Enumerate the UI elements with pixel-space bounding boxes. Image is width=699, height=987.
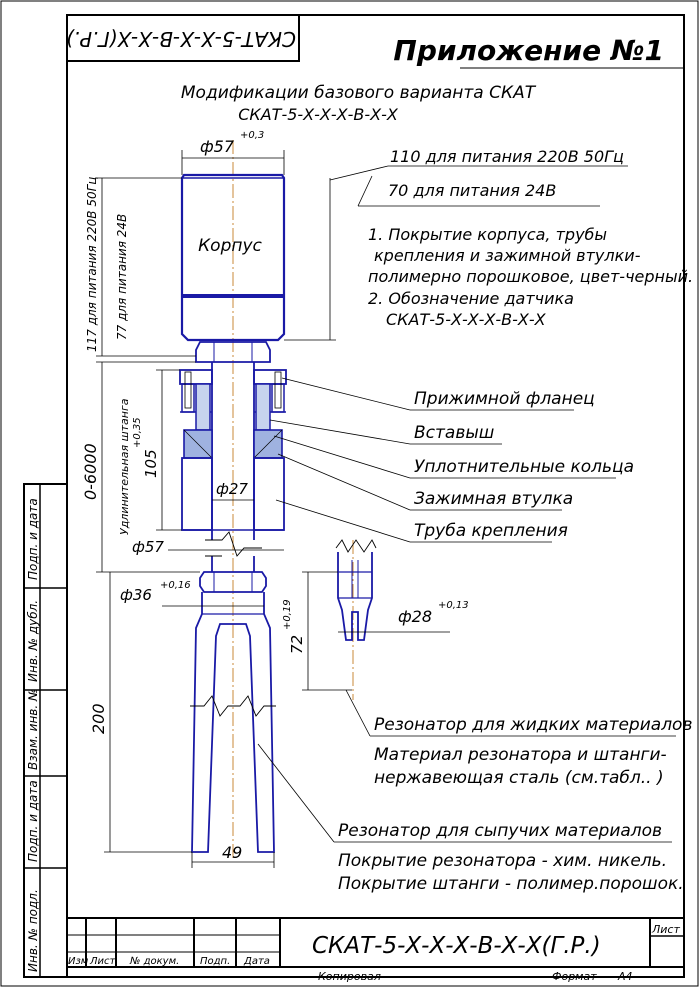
extension-label: Удлинительная штанга — [118, 398, 131, 535]
d200-text: 200 — [89, 703, 108, 734]
bulk-coating-line-2: Покрытие штанги - полимер.порошок. — [338, 874, 684, 894]
note-1-line-1: 1. Покрытие корпуса, трубы — [368, 225, 607, 244]
top-diameter-text: ф57 — [200, 137, 235, 156]
col-list: Лист — [89, 956, 117, 967]
side-stamp-1: Подп. и дата — [26, 498, 40, 580]
title-block-code: СКАТ-5-Х-Х-Х-В-Х-Х(Г.Р.) — [312, 933, 601, 959]
d105-tolerance: +0,35 — [132, 417, 143, 448]
bulk-coating-line-1: Покрытие резонатора - хим. никель. — [338, 851, 667, 871]
note-2-line-2: СКАТ-5-Х-Х-Х-В-Х-Х — [386, 310, 547, 329]
title-block — [67, 917, 684, 968]
format-value: А4 — [617, 970, 633, 983]
pipe-label: Труба крепления — [414, 521, 568, 541]
d57-text: ф57 — [132, 538, 164, 556]
side-stamp-5: Инв. № подл. — [26, 889, 40, 972]
note-1-line-2: крепления и зажимной втулки- — [374, 246, 641, 265]
range-text: 0-6000 — [81, 443, 100, 500]
lower-nut — [199, 571, 267, 593]
side-stamp-2: Инв. № дубл. — [26, 600, 40, 682]
d105-text: 105 — [142, 449, 160, 478]
liquid-resonator — [335, 539, 377, 641]
format-label: Формат — [552, 970, 597, 983]
title-block-sheet-label: Лист — [651, 923, 680, 936]
height-220-text: 117 для питания 220В 50Гц — [85, 177, 99, 352]
title-line-2: СКАТ-5-Х-Х-Х-В-Х-Х — [238, 105, 399, 124]
liquid-resonator-label: Резонатор для жидких материалов — [374, 715, 692, 735]
height-24-text: 77 для питания 24В — [115, 214, 129, 340]
d28-text: ф28 — [398, 607, 432, 626]
power-110-text: 110 для питания 220В 50Гц — [390, 147, 624, 166]
part-leaders — [269, 377, 616, 543]
side-stamp-4: Подп. и дата — [26, 780, 40, 862]
insert-part — [183, 383, 283, 459]
col-izm: Изм — [68, 956, 89, 967]
d36-text: ф36 — [120, 586, 152, 604]
appendix-title: Приложение №1 — [393, 34, 664, 67]
bulk-resonator-label: Резонатор для сыпучих материалов — [338, 821, 662, 841]
col-signature: Подп. — [200, 956, 230, 967]
side-stamp-3: Взам. инв. № — [26, 689, 40, 770]
mounting-pipe — [181, 457, 285, 531]
stamp-code-text: СКАТ-5-Х-Х-В-Х-Х(Г.Р.) — [66, 27, 296, 51]
note-2-line-1: 2. Обозначение датчика — [368, 289, 574, 308]
body-label: Корпус — [198, 236, 262, 256]
top-diameter-tolerance: +0,3 — [240, 130, 264, 141]
col-date: Дата — [243, 956, 270, 967]
left-side-stamp — [23, 483, 68, 978]
body-nut — [195, 341, 271, 363]
sensor-body — [180, 173, 286, 342]
title-line-1: Модификации базового варианта СКАТ — [181, 83, 537, 103]
liquid-material-line-1: Материал резонатора и штанги- — [374, 745, 667, 765]
sleeve-label: Зажимная втулка — [414, 489, 573, 509]
dimension-lines — [96, 150, 450, 868]
power-70-text: 70 для питания 24В — [388, 181, 556, 200]
d72-text: 72 — [288, 635, 306, 654]
d49-text: 49 — [222, 843, 242, 862]
top-left-stamp: СКАТ-5-Х-Х-В-Х-Х(Г.Р.) — [66, 14, 300, 62]
d27-text: ф27 — [216, 480, 248, 498]
bulk-resonator — [190, 592, 276, 853]
note-1-line-3: полимерно порошковое, цвет-черный. — [368, 267, 693, 286]
d28-tolerance: +0,13 — [438, 600, 469, 611]
col-doc-number: № докум. — [129, 956, 179, 967]
d36-tolerance: +0,16 — [160, 580, 191, 591]
copied-label: Копировал — [318, 970, 381, 983]
flange-label: Прижимной фланец — [414, 389, 595, 409]
insert-label: Вставыш — [414, 423, 494, 443]
liquid-material-line-2: нержавеющая сталь (см.табл.. ) — [374, 768, 664, 788]
d72-tolerance: +0,19 — [282, 599, 293, 630]
rings-label: Уплотнительные кольца — [414, 457, 634, 477]
